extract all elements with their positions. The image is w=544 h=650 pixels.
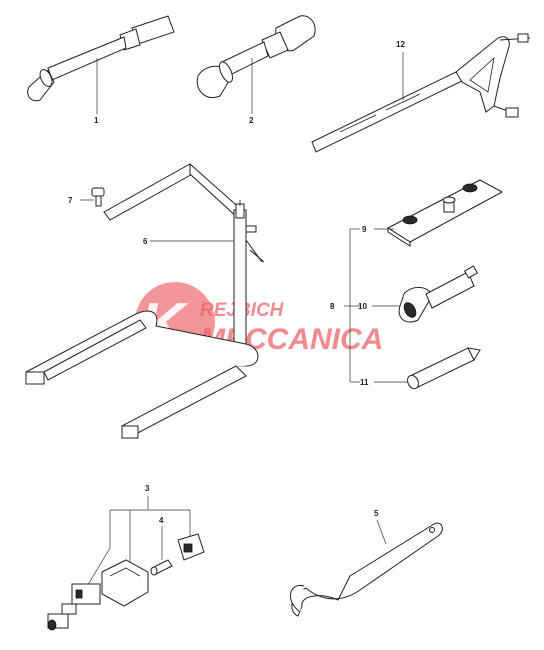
- label-5: 5: [374, 509, 379, 518]
- label-3: 3: [145, 484, 150, 493]
- part-5-hook-wrench: [290, 522, 443, 617]
- part-12-slotted-holder: [311, 33, 531, 153]
- label-4: 4: [159, 516, 164, 525]
- part-4-small-pin: [150, 559, 173, 576]
- part-2-installer-tool: [196, 15, 316, 98]
- label-9: 9: [362, 225, 367, 234]
- label-6: 6: [143, 237, 148, 246]
- part-6-stand-frame: [25, 162, 265, 439]
- label-8: 8: [330, 302, 335, 311]
- label-1: 1: [94, 116, 99, 125]
- label-2: 2: [249, 116, 254, 125]
- label-7: 7: [68, 196, 73, 205]
- part-1-pin-tool: [27, 15, 175, 102]
- label-11: 11: [360, 378, 369, 387]
- part-9-plate: [387, 179, 504, 247]
- label-10: 10: [358, 302, 367, 311]
- part-3-clamp-set: [47, 496, 205, 631]
- group-8-bracket: [344, 228, 360, 383]
- part-7-bolt: [91, 187, 105, 207]
- leader-5: [376, 519, 387, 545]
- part-10-puller: [398, 265, 479, 323]
- label-12: 12: [396, 40, 405, 49]
- part-11-pin: [407, 347, 481, 390]
